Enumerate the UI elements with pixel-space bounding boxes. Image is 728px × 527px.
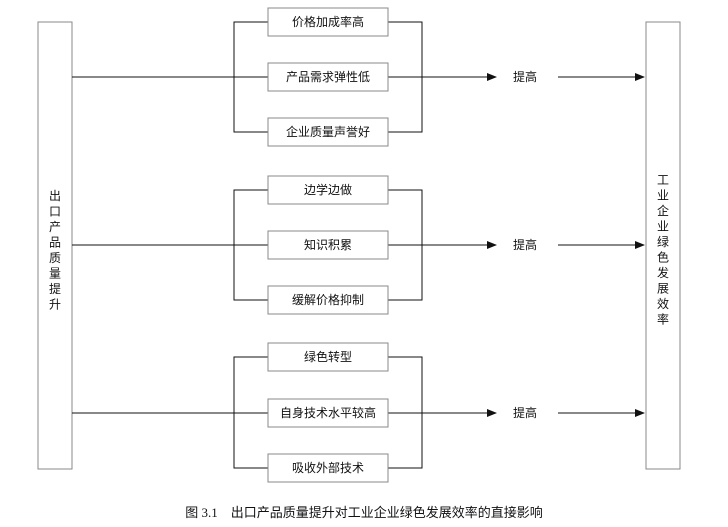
right-node-char: 绿: [657, 234, 669, 249]
group-3: 绿色转型 自身技术水平较高 吸收外部技术 提高: [72, 342, 645, 483]
left-node-char: 产: [49, 220, 61, 234]
factor-box: [267, 175, 389, 205]
right-node-char: 业: [657, 220, 669, 234]
factor-box: [267, 398, 389, 428]
factor-label: 企业质量声誉好: [286, 124, 370, 139]
factor-label: 边学边做: [304, 182, 352, 197]
left-node-char: 升: [49, 298, 61, 312]
right-node-char: 色: [657, 251, 669, 265]
factor-label: 吸收外部技术: [292, 460, 364, 475]
arrow-label: 提高: [513, 405, 537, 420]
left-node-char: 品: [49, 236, 61, 250]
right-node-char: 效: [657, 296, 669, 311]
factor-box: [267, 342, 389, 372]
right-node-char: 展: [657, 282, 669, 296]
factor-box: [267, 117, 389, 147]
right-node-char: 工: [657, 173, 669, 187]
figure-title: 出口产品质量提升对工业企业绿色发展效率的直接影响: [230, 505, 543, 520]
left-node-char: 提: [49, 281, 61, 296]
arrow-label: 提高: [513, 69, 537, 84]
factor-box: [267, 62, 389, 92]
right-node-box: [645, 21, 681, 470]
factor-label: 自身技术水平较高: [280, 405, 376, 420]
left-node-box: [37, 21, 73, 470]
factor-label: 知识积累: [304, 238, 352, 252]
factor-box: [267, 453, 389, 483]
factor-label: 缓解价格抑制: [292, 292, 364, 307]
factor-label: 价格加成率高: [292, 14, 364, 29]
left-node-label: 出口产品质量提升: [49, 189, 61, 312]
right-node-char: 业: [657, 189, 669, 203]
figure-caption: 图 3.1 出口产品质量提升对工业企业绿色发展效率的直接影响: [0, 502, 728, 521]
factor-label: 产品需求弹性低: [286, 70, 370, 84]
figure-number: 图 3.1: [185, 505, 218, 520]
right-node-char: 率: [657, 312, 669, 327]
factor-box: [267, 7, 389, 37]
arrow-label: 提高: [513, 237, 537, 252]
left-node-char: 口: [49, 205, 61, 219]
factor-box: [267, 230, 389, 260]
left-node-char: 出: [49, 189, 61, 203]
factor-label: 绿色转型: [304, 349, 352, 364]
right-node-label: 工业企业绿色发展效率: [657, 173, 669, 327]
group-1: 价格加成率高 产品需求弹性低 企业质量声誉好 提高: [72, 7, 645, 147]
left-node-char: 质: [49, 251, 61, 265]
right-node-char: 企: [657, 203, 669, 218]
factor-box: [267, 285, 389, 315]
group-2: 边学边做 知识积累 缓解价格抑制 提高: [72, 175, 645, 315]
right-node-char: 发: [657, 265, 669, 280]
left-node-char: 量: [49, 267, 61, 281]
